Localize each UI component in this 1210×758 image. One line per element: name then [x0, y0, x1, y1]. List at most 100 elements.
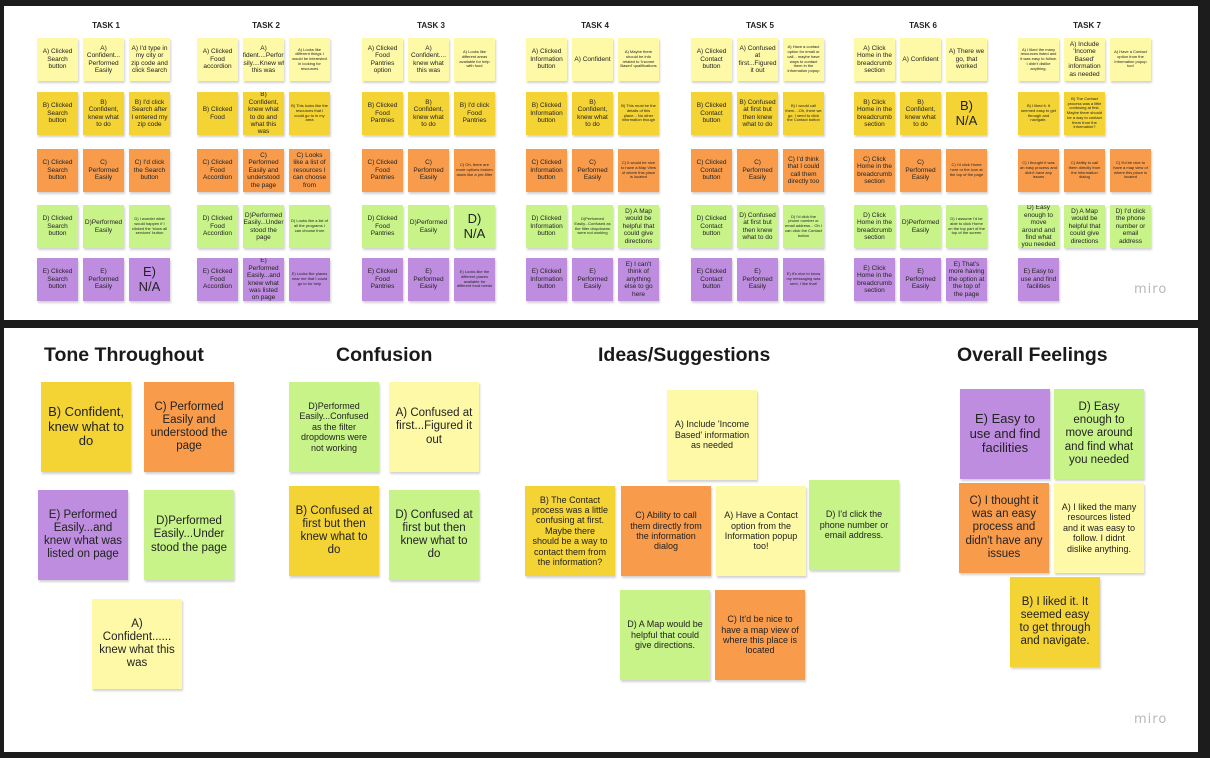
task-sticky-note[interactable]: B) Confused at first but then knew what … — [737, 92, 778, 135]
task-sticky-note[interactable]: D)Performed Easily...Confused as the fil… — [572, 205, 613, 248]
confusion-sticky-note[interactable]: A) Confused at first...Figured it out — [389, 382, 479, 472]
task-sticky-note[interactable]: D) I'd click the phone number or email a… — [783, 205, 824, 248]
task-sticky-note[interactable]: C) I'd click the Search button — [129, 149, 170, 192]
task-sticky-note[interactable]: E) Looks like the different places avail… — [454, 258, 495, 301]
task-sticky-note[interactable]: B) Confident, knew what to do — [408, 92, 449, 135]
overall-sticky-note[interactable]: E) Easy to use and find facilities — [960, 389, 1050, 479]
task-sticky-note[interactable]: C) Ability to call them directly from th… — [1064, 149, 1105, 192]
task-sticky-note[interactable]: B) Clicked Information button — [526, 92, 567, 135]
task-sticky-note[interactable]: D) I wonder what would happen if I click… — [129, 205, 170, 248]
idea-sticky-note[interactable]: D) A Map would be helpful that could giv… — [620, 590, 710, 680]
task-sticky-note[interactable]: B) Click Home in the breadcrumb section — [854, 92, 895, 135]
task-sticky-note[interactable]: E) Clicked Search button — [37, 258, 78, 301]
task-sticky-note[interactable]: C) I thought it was an easy process and … — [1018, 149, 1059, 192]
idea-sticky-note[interactable]: A) Include 'Income Based' information as… — [667, 390, 757, 480]
task-sticky-note[interactable]: A) Clicked Food Pantries option — [362, 38, 403, 81]
task-sticky-note[interactable]: A) There we go, that worked — [946, 38, 987, 81]
task-sticky-note[interactable]: D) Clicked Search button — [37, 205, 78, 248]
task-sticky-note[interactable]: C) I'd think that I could call them dire… — [783, 149, 824, 192]
task-sticky-note[interactable]: D) Click Home in the breadcrumb section — [854, 205, 895, 248]
task-sticky-note[interactable]: C) Performed Easily — [572, 149, 613, 192]
overall-sticky-note[interactable]: B) I liked it. It seemed easy to get thr… — [1010, 577, 1100, 667]
task-sticky-note[interactable]: D) Clicked Food Pantries — [362, 205, 403, 248]
task-sticky-note[interactable]: A) Confident.... knew what this was — [408, 38, 449, 81]
tone-sticky-note[interactable]: A) Confident...... knew what this was — [92, 599, 182, 689]
task-sticky-note[interactable]: B) Confident, knew what to do — [572, 92, 613, 135]
task-sticky-note[interactable]: A) Looks like different things I would b… — [289, 38, 330, 81]
task-sticky-note[interactable]: C) Click Home in the breadcrumb section — [854, 149, 895, 192]
task-sticky-note[interactable]: C) It'd be nice to have a map view of wh… — [1110, 149, 1151, 192]
task-sticky-note[interactable]: A) Clicked Information button — [526, 38, 567, 81]
task-sticky-note[interactable]: B) I would call them....Oh, there we go,… — [783, 92, 824, 135]
task-sticky-note[interactable]: E) Performed Easily — [572, 258, 613, 301]
tone-sticky-note[interactable]: E) Performed Easily...and knew what was … — [38, 490, 128, 580]
idea-sticky-note[interactable]: B) The Contact process was a little conf… — [525, 486, 615, 576]
task-sticky-note[interactable]: E) I can't think of anything else to go … — [618, 258, 659, 301]
confusion-sticky-note[interactable]: B) Confused at first but then knew what … — [289, 486, 379, 576]
task-sticky-note[interactable]: B) Clicked Contact button — [691, 92, 732, 135]
task-sticky-note[interactable]: B) Clicked Search button — [37, 92, 78, 135]
task-sticky-note[interactable]: D) A Map would be helpful that could giv… — [618, 205, 659, 248]
task-sticky-note[interactable]: A) Clicked Food accordion — [197, 38, 238, 81]
task-sticky-note[interactable]: A) Confident... Performed Easily — [83, 38, 124, 81]
task-sticky-note[interactable]: D)Performed Easily...Under stood the pag… — [243, 205, 284, 248]
task-sticky-note[interactable]: C) Performed Easily — [408, 149, 449, 192]
task-sticky-note[interactable]: B) Confident, knew what to do — [83, 92, 124, 135]
task-sticky-note[interactable]: D)Performed Easily — [408, 205, 449, 248]
task-sticky-note[interactable]: A) Clicked Contact button — [691, 38, 732, 81]
task-sticky-note[interactable]: A) Confident — [900, 38, 941, 81]
tone-sticky-note[interactable]: C) Performed Easily and understood the p… — [144, 382, 234, 472]
task-sticky-note[interactable]: C) Clicked Search button — [37, 149, 78, 192]
overall-sticky-note[interactable]: C) I thought it was an easy process and … — [959, 483, 1049, 573]
task-sticky-note[interactable]: D) I'd click the phone number or email a… — [1110, 205, 1151, 248]
task-sticky-note[interactable]: E) Performed Easily — [408, 258, 449, 301]
idea-sticky-note[interactable]: A) Have a Contact option from the Inform… — [716, 486, 806, 576]
task-sticky-note[interactable]: A) Clicked Search button — [37, 38, 78, 81]
task-sticky-note[interactable]: E) Looks like places near me that I coul… — [289, 258, 330, 301]
idea-sticky-note[interactable]: C) It'd be nice to have a map view of wh… — [715, 590, 805, 680]
task-sticky-note[interactable]: E) Performed Easily — [900, 258, 941, 301]
task-sticky-note[interactable]: A) Have a contact option for email or ca… — [783, 38, 824, 81]
task-sticky-note[interactable]: C) I'd click Home here or the icon at th… — [946, 149, 987, 192]
task-sticky-note[interactable]: A) Maybe there should be info related to… — [618, 38, 659, 81]
task-sticky-note[interactable]: E) Clicked Contact button — [691, 258, 732, 301]
task-sticky-note[interactable]: C) Clicked Food Pantries — [362, 149, 403, 192]
task-sticky-note[interactable]: E) Clicked Food Accordion — [197, 258, 238, 301]
task-sticky-note[interactable]: C) Looks like a list of resources I can … — [289, 149, 330, 192]
task-sticky-note[interactable]: B) I'd click Search after I entered my z… — [129, 92, 170, 135]
task-sticky-note[interactable]: A) Looks like different areas available … — [454, 38, 495, 81]
task-sticky-note[interactable]: E) Click Home in the breadcrumb section — [854, 258, 895, 301]
confusion-sticky-note[interactable]: D)Performed Easily...Confused as the fil… — [289, 382, 379, 472]
task-sticky-note[interactable]: C) Clicked Food Accordion — [197, 149, 238, 192]
task-sticky-note[interactable]: C) Performed Easily — [737, 149, 778, 192]
task-sticky-note[interactable]: C) Performed Easily — [83, 149, 124, 192]
task-sticky-note[interactable]: E) Clicked Information button — [526, 258, 567, 301]
task-sticky-note[interactable]: C) Oh, there are more options broken dow… — [454, 149, 495, 192]
task-sticky-note[interactable]: E) Performed Easily — [83, 258, 124, 301]
task-sticky-note[interactable]: A) Confident — [572, 38, 613, 81]
task-sticky-note[interactable]: D)Performed Easily — [900, 205, 941, 248]
idea-sticky-note[interactable]: C) Ability to call them directly from th… — [621, 486, 711, 576]
task-sticky-note[interactable]: D) Looks like a list of all the programs… — [289, 205, 330, 248]
task-sticky-note[interactable]: B) Confident, knew what to do — [900, 92, 941, 135]
task-sticky-note[interactable]: D) Clicked Food Accordion — [197, 205, 238, 248]
task-sticky-note[interactable]: B) Clicked Food Pantries — [362, 92, 403, 135]
task-sticky-note[interactable]: C) Performed Easily — [900, 149, 941, 192]
task-sticky-note[interactable]: E) Clicked Food Pantries — [362, 258, 403, 301]
task-sticky-note[interactable]: C) Clicked Information button — [526, 149, 567, 192]
task-sticky-note[interactable]: A) Confident....Performed Easily....Knew… — [243, 38, 284, 81]
task-sticky-note[interactable]: E) Easy to use and find facilities — [1018, 258, 1059, 301]
task-sticky-note[interactable]: E) It's nice to know my messaging was se… — [783, 258, 824, 301]
idea-sticky-note[interactable]: D) I'd click the phone number or email a… — [809, 480, 899, 570]
task-sticky-note[interactable]: D) Clicked Contact button — [691, 205, 732, 248]
task-sticky-note[interactable]: D) Confused at first but then knew what … — [737, 205, 778, 248]
task-sticky-note[interactable]: B) This looks like the resources that I … — [289, 92, 330, 135]
task-sticky-note[interactable]: B) Confident, knew what to do and what t… — [243, 92, 284, 135]
task-sticky-note[interactable]: B) I'd click Food Pantries — [454, 92, 495, 135]
task-sticky-note[interactable]: B) Clicked Food — [197, 92, 238, 135]
task-sticky-note[interactable]: A) Have a Contact option from the Inform… — [1110, 38, 1151, 81]
task-sticky-note[interactable]: D) Clicked Information button — [526, 205, 567, 248]
task-sticky-note[interactable]: E) Performed Easily...and knew what was … — [243, 258, 284, 301]
task-sticky-note[interactable]: C) Clicked Contact button — [691, 149, 732, 192]
task-sticky-note[interactable]: A) Confused at first...Figured it out — [737, 38, 778, 81]
